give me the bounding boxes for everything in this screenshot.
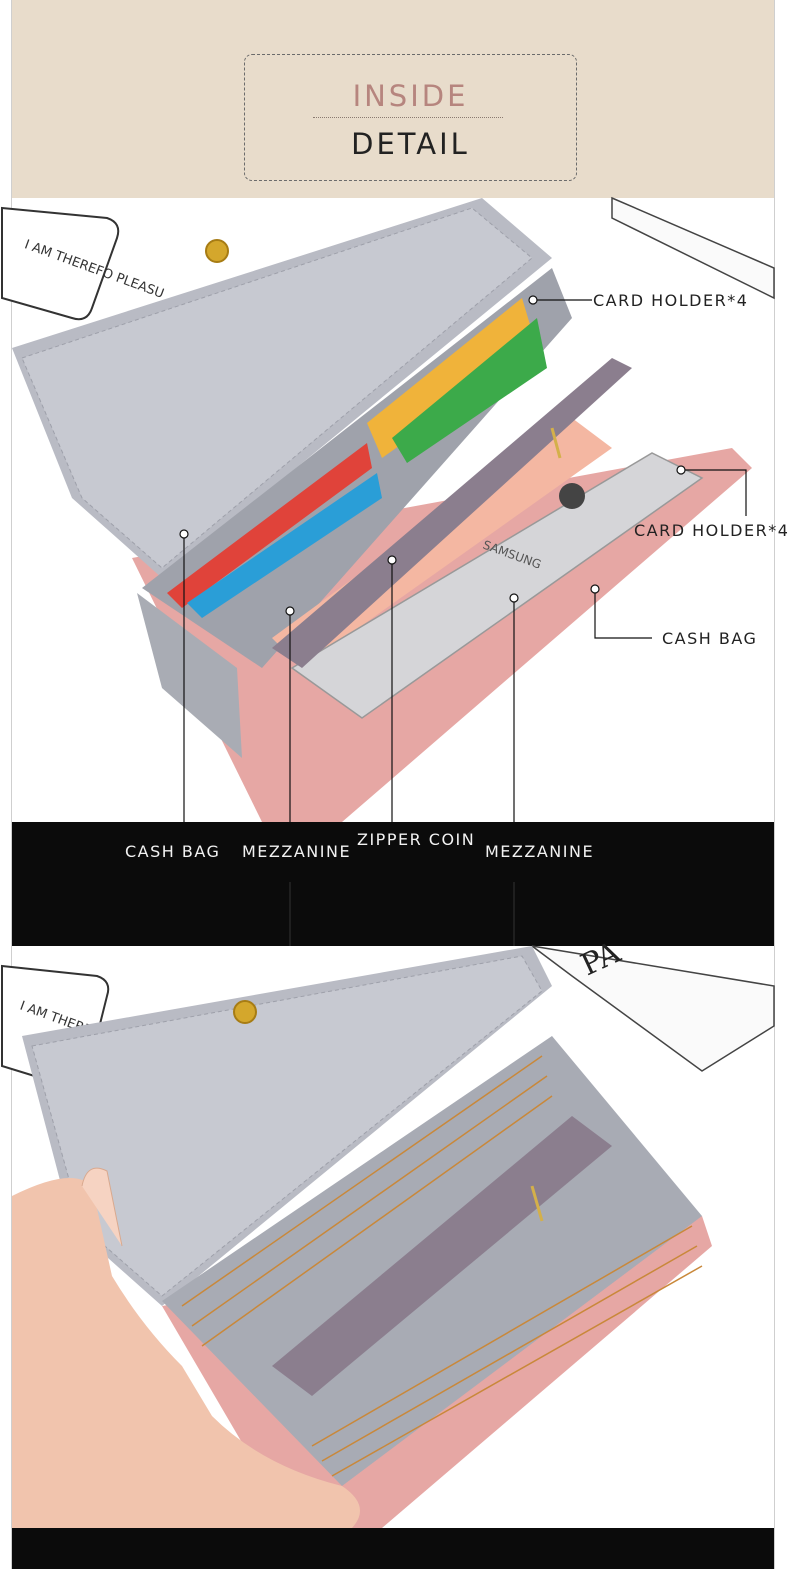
title-divider — [313, 117, 503, 118]
card-slot-lines — [181, 1055, 703, 1477]
title-detail: DETAIL — [351, 127, 470, 161]
header-banner: INSIDE DETAIL — [12, 0, 774, 198]
wallet-photo-filled: I AM THEREFO PLEASU SAMSUNG — [1, 196, 788, 822]
title-inside: INSIDE — [352, 79, 469, 113]
callout-card-holder-right: CARD HOLDER*4 — [634, 521, 790, 540]
gusset-left — [137, 593, 242, 758]
red-card — [167, 443, 372, 608]
callout-cash-bag-right: CASH BAG — [662, 629, 758, 648]
snap-button-icon — [205, 239, 229, 263]
wallet-illustration-filled: I AM THEREFO PLEASU SAMSUNG — [1, 196, 775, 822]
callout-card-holder-top: CARD HOLDER*4 — [593, 291, 749, 310]
title-box: INSIDE DETAIL — [244, 54, 577, 181]
callout-dots — [179, 295, 686, 616]
blue-card — [187, 473, 382, 618]
green-card — [392, 318, 547, 463]
note-card: I AM THEREFO PLEASU — [1, 206, 166, 321]
paper-sheet — [611, 196, 775, 300]
wallet-photo-empty: I AM THEREFO PLEASU PA — [1, 935, 775, 1528]
callout-cash-bag-bottom: CASH BAG — [125, 842, 221, 861]
zipper-pocket — [272, 358, 632, 668]
paper-sign — [531, 945, 775, 1072]
snap-button-icon — [233, 1000, 257, 1024]
phone-camera-icon — [559, 483, 585, 509]
yellow-card — [367, 298, 537, 458]
callout-mezzanine-right: MEZZANINE — [485, 842, 595, 861]
zipper-pull-icon — [550, 427, 562, 459]
callout-lines — [183, 299, 747, 822]
hand — [12, 1178, 360, 1528]
zipper-pull-icon — [530, 1185, 544, 1222]
bottom-band — [12, 1528, 774, 1569]
band-callout-lines — [289, 882, 515, 946]
callout-mezzanine-left: MEZZANINE — [242, 842, 352, 861]
zipper-pocket — [272, 1116, 612, 1396]
phone — [290, 452, 704, 719]
callout-band: CASH BAG MEZZANINE ZIPPER COIN MEZZANINE — [12, 822, 774, 946]
wallet-illustration-empty: I AM THEREFO PLEASU PA — [1, 935, 775, 1528]
callout-zipper-coin: ZIPPER COIN — [357, 830, 476, 849]
